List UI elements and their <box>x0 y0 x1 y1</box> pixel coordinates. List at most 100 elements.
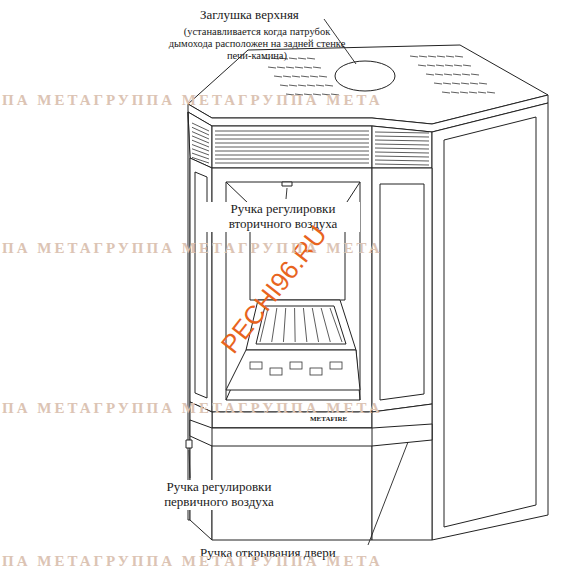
vent-slot <box>419 56 427 57</box>
louver <box>375 148 429 149</box>
top-cap <box>335 61 395 91</box>
primary-air-knob <box>186 440 192 448</box>
leader-line <box>286 188 287 199</box>
vent-slot <box>446 56 454 57</box>
vent-slot <box>277 67 285 68</box>
part-label: Ручка регулировки вторичного воздуха <box>206 202 360 232</box>
part-note: (устанавливается когда патрубок дымохода… <box>168 26 346 62</box>
leader-line <box>189 450 190 478</box>
vent-slot <box>274 76 282 77</box>
vent-slot <box>292 76 300 77</box>
grate-bar <box>294 308 296 342</box>
vent-slot <box>445 65 453 66</box>
vent-slot <box>319 76 327 77</box>
vent-slot <box>478 92 486 93</box>
vent-slot <box>298 85 306 86</box>
grate-bar <box>330 308 342 342</box>
vent-slot <box>307 58 315 59</box>
vent-slot <box>428 56 436 57</box>
grate-bar <box>303 308 306 342</box>
vent-slot <box>301 76 309 77</box>
watermark: ПА МЕТАГРУППА МЕТАГРУППА МЕТА <box>2 92 383 109</box>
louver <box>375 132 429 133</box>
vent-slot <box>418 65 426 66</box>
leader-line <box>368 442 408 545</box>
air-slot <box>270 368 282 375</box>
louver <box>192 123 209 131</box>
louver <box>192 136 209 143</box>
watermark: ПА МЕТАГРУППА МЕТАГРУППА МЕТА <box>2 240 383 257</box>
vent-slot <box>471 74 479 75</box>
air-slot <box>330 362 342 369</box>
vent-slot <box>453 74 461 75</box>
louver <box>192 132 209 139</box>
glass-right <box>380 184 424 400</box>
louver <box>215 139 369 140</box>
vent-slot <box>307 85 315 86</box>
vent-slot <box>470 83 478 84</box>
watermark: ПА МЕТАГРУППА МЕТАГРУППА МЕТА <box>2 400 383 417</box>
vent-slot <box>435 74 443 75</box>
vent-slot <box>437 56 445 57</box>
vent-slot <box>462 74 470 75</box>
secondary-air-knob <box>282 182 292 186</box>
vent-slot <box>454 65 462 66</box>
vent-slot <box>460 92 468 93</box>
vent-slot <box>310 76 318 77</box>
louver <box>375 140 429 141</box>
louver <box>375 144 429 145</box>
vent-slot <box>444 74 452 75</box>
louver <box>375 152 429 153</box>
grate-bar <box>283 308 285 342</box>
louver <box>192 140 209 147</box>
vent-slot <box>289 58 297 59</box>
louver <box>215 151 369 152</box>
vent-slot <box>268 67 276 68</box>
air-slot <box>290 362 302 369</box>
louver <box>215 135 369 136</box>
watermark: ПА МЕТАГРУППА МЕТАГРУППА МЕТА <box>2 553 383 570</box>
door-left <box>190 158 212 412</box>
vent-slot <box>434 83 442 84</box>
louver <box>215 147 369 148</box>
vent-slot <box>436 65 444 66</box>
part-label: Ручка регулировки первичного воздуха <box>132 480 306 510</box>
louver-front <box>212 126 372 168</box>
louver <box>375 136 429 137</box>
vent-slot <box>298 58 306 59</box>
vent-slot <box>487 92 495 93</box>
vent-slot <box>410 56 418 57</box>
part-label: Заглушка верхняя <box>200 8 299 23</box>
vent-slot <box>461 83 469 84</box>
louver-right <box>372 126 432 168</box>
grate-bar <box>321 308 330 342</box>
vent-slot <box>427 65 435 66</box>
vent-slot <box>325 85 333 86</box>
side-panel <box>432 103 548 540</box>
vent-slot <box>442 92 450 93</box>
vent-slot <box>451 92 459 93</box>
vent-slot <box>289 85 297 86</box>
louver <box>215 159 369 160</box>
air-slot <box>250 362 262 369</box>
louver <box>375 156 429 157</box>
brand-mark: METAFIRE <box>310 415 347 423</box>
louver <box>215 155 369 156</box>
vent-slot <box>455 56 463 57</box>
vent-slot <box>286 67 294 68</box>
louver <box>192 127 209 135</box>
grate-bar <box>312 308 318 342</box>
louver <box>215 163 369 164</box>
vent-slot <box>452 83 460 84</box>
side-panel-inset <box>444 117 536 527</box>
vent-slot <box>469 92 477 93</box>
door-handle-strip <box>190 420 432 446</box>
vent-slot <box>280 85 288 86</box>
vent-slot <box>443 83 451 84</box>
vent-slot <box>463 65 471 66</box>
louver <box>215 131 369 132</box>
louver <box>375 160 429 161</box>
vent-slot <box>313 67 321 68</box>
vent-slot <box>426 74 434 75</box>
